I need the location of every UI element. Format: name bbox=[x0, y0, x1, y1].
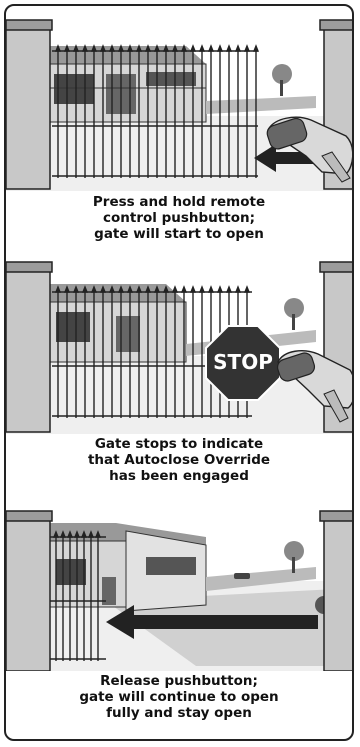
gate-spike bbox=[245, 287, 249, 292]
tree-icon bbox=[284, 298, 304, 330]
step-2-caption-line-3: has been engaged bbox=[6, 468, 352, 484]
gate-spike bbox=[227, 287, 231, 292]
left-pillar bbox=[6, 262, 52, 432]
car-icon bbox=[234, 573, 250, 579]
gate-spike bbox=[209, 287, 213, 292]
step-3-caption: Release pushbutton; gate will continue t… bbox=[6, 673, 352, 721]
step-1-caption-line-3: gate will start to open bbox=[6, 226, 352, 242]
step-1-caption: Press and hold remote control pushbutton… bbox=[6, 194, 352, 242]
step-2-caption-line-1: Gate stops to indicate bbox=[6, 436, 352, 452]
stop-sign-icon: STOP bbox=[206, 326, 280, 400]
step-1-caption-line-2: control pushbutton; bbox=[6, 210, 352, 226]
step-2-illustration: STOP bbox=[6, 256, 354, 434]
gate-spike bbox=[218, 287, 222, 292]
gate-spike bbox=[200, 46, 204, 51]
gate-spike bbox=[236, 287, 240, 292]
right-pillar bbox=[320, 511, 354, 671]
gate-spike bbox=[227, 46, 231, 51]
instruction-card: Press and hold remote control pushbutton… bbox=[4, 4, 354, 741]
step-2-caption-line-2: that Autoclose Override bbox=[6, 452, 352, 468]
gate-spike bbox=[254, 46, 258, 51]
left-pillar bbox=[6, 20, 52, 189]
gate-spike bbox=[209, 46, 213, 51]
tree-icon bbox=[284, 541, 304, 573]
step-3-illustration bbox=[6, 501, 354, 671]
step-2-panel: STOP Gate stops to indicate that Autoclo… bbox=[6, 256, 352, 496]
step-1-caption-line-1: Press and hold remote bbox=[6, 194, 352, 210]
stop-sign-text: STOP bbox=[213, 350, 273, 374]
step-1-illustration bbox=[6, 6, 354, 191]
gate-spike bbox=[191, 46, 195, 51]
house-illustration bbox=[46, 46, 206, 122]
tree-icon bbox=[272, 64, 292, 96]
gate-spike bbox=[200, 287, 204, 292]
gate-spike bbox=[182, 287, 186, 292]
step-3-caption-line-2: gate will continue to open bbox=[6, 689, 352, 705]
step-2-caption: Gate stops to indicate that Autoclose Ov… bbox=[6, 436, 352, 484]
step-3-panel: Release pushbutton; gate will continue t… bbox=[6, 501, 352, 741]
gate-spike bbox=[245, 46, 249, 51]
left-pillar bbox=[6, 511, 52, 671]
gate-spike bbox=[218, 46, 222, 51]
gate-spike bbox=[173, 287, 177, 292]
gate-spike bbox=[191, 287, 195, 292]
step-3-caption-line-1: Release pushbutton; bbox=[6, 673, 352, 689]
step-1-panel: Press and hold remote control pushbutton… bbox=[6, 6, 352, 251]
gate-spike bbox=[236, 46, 240, 51]
step-3-caption-line-3: fully and stay open bbox=[6, 705, 352, 721]
